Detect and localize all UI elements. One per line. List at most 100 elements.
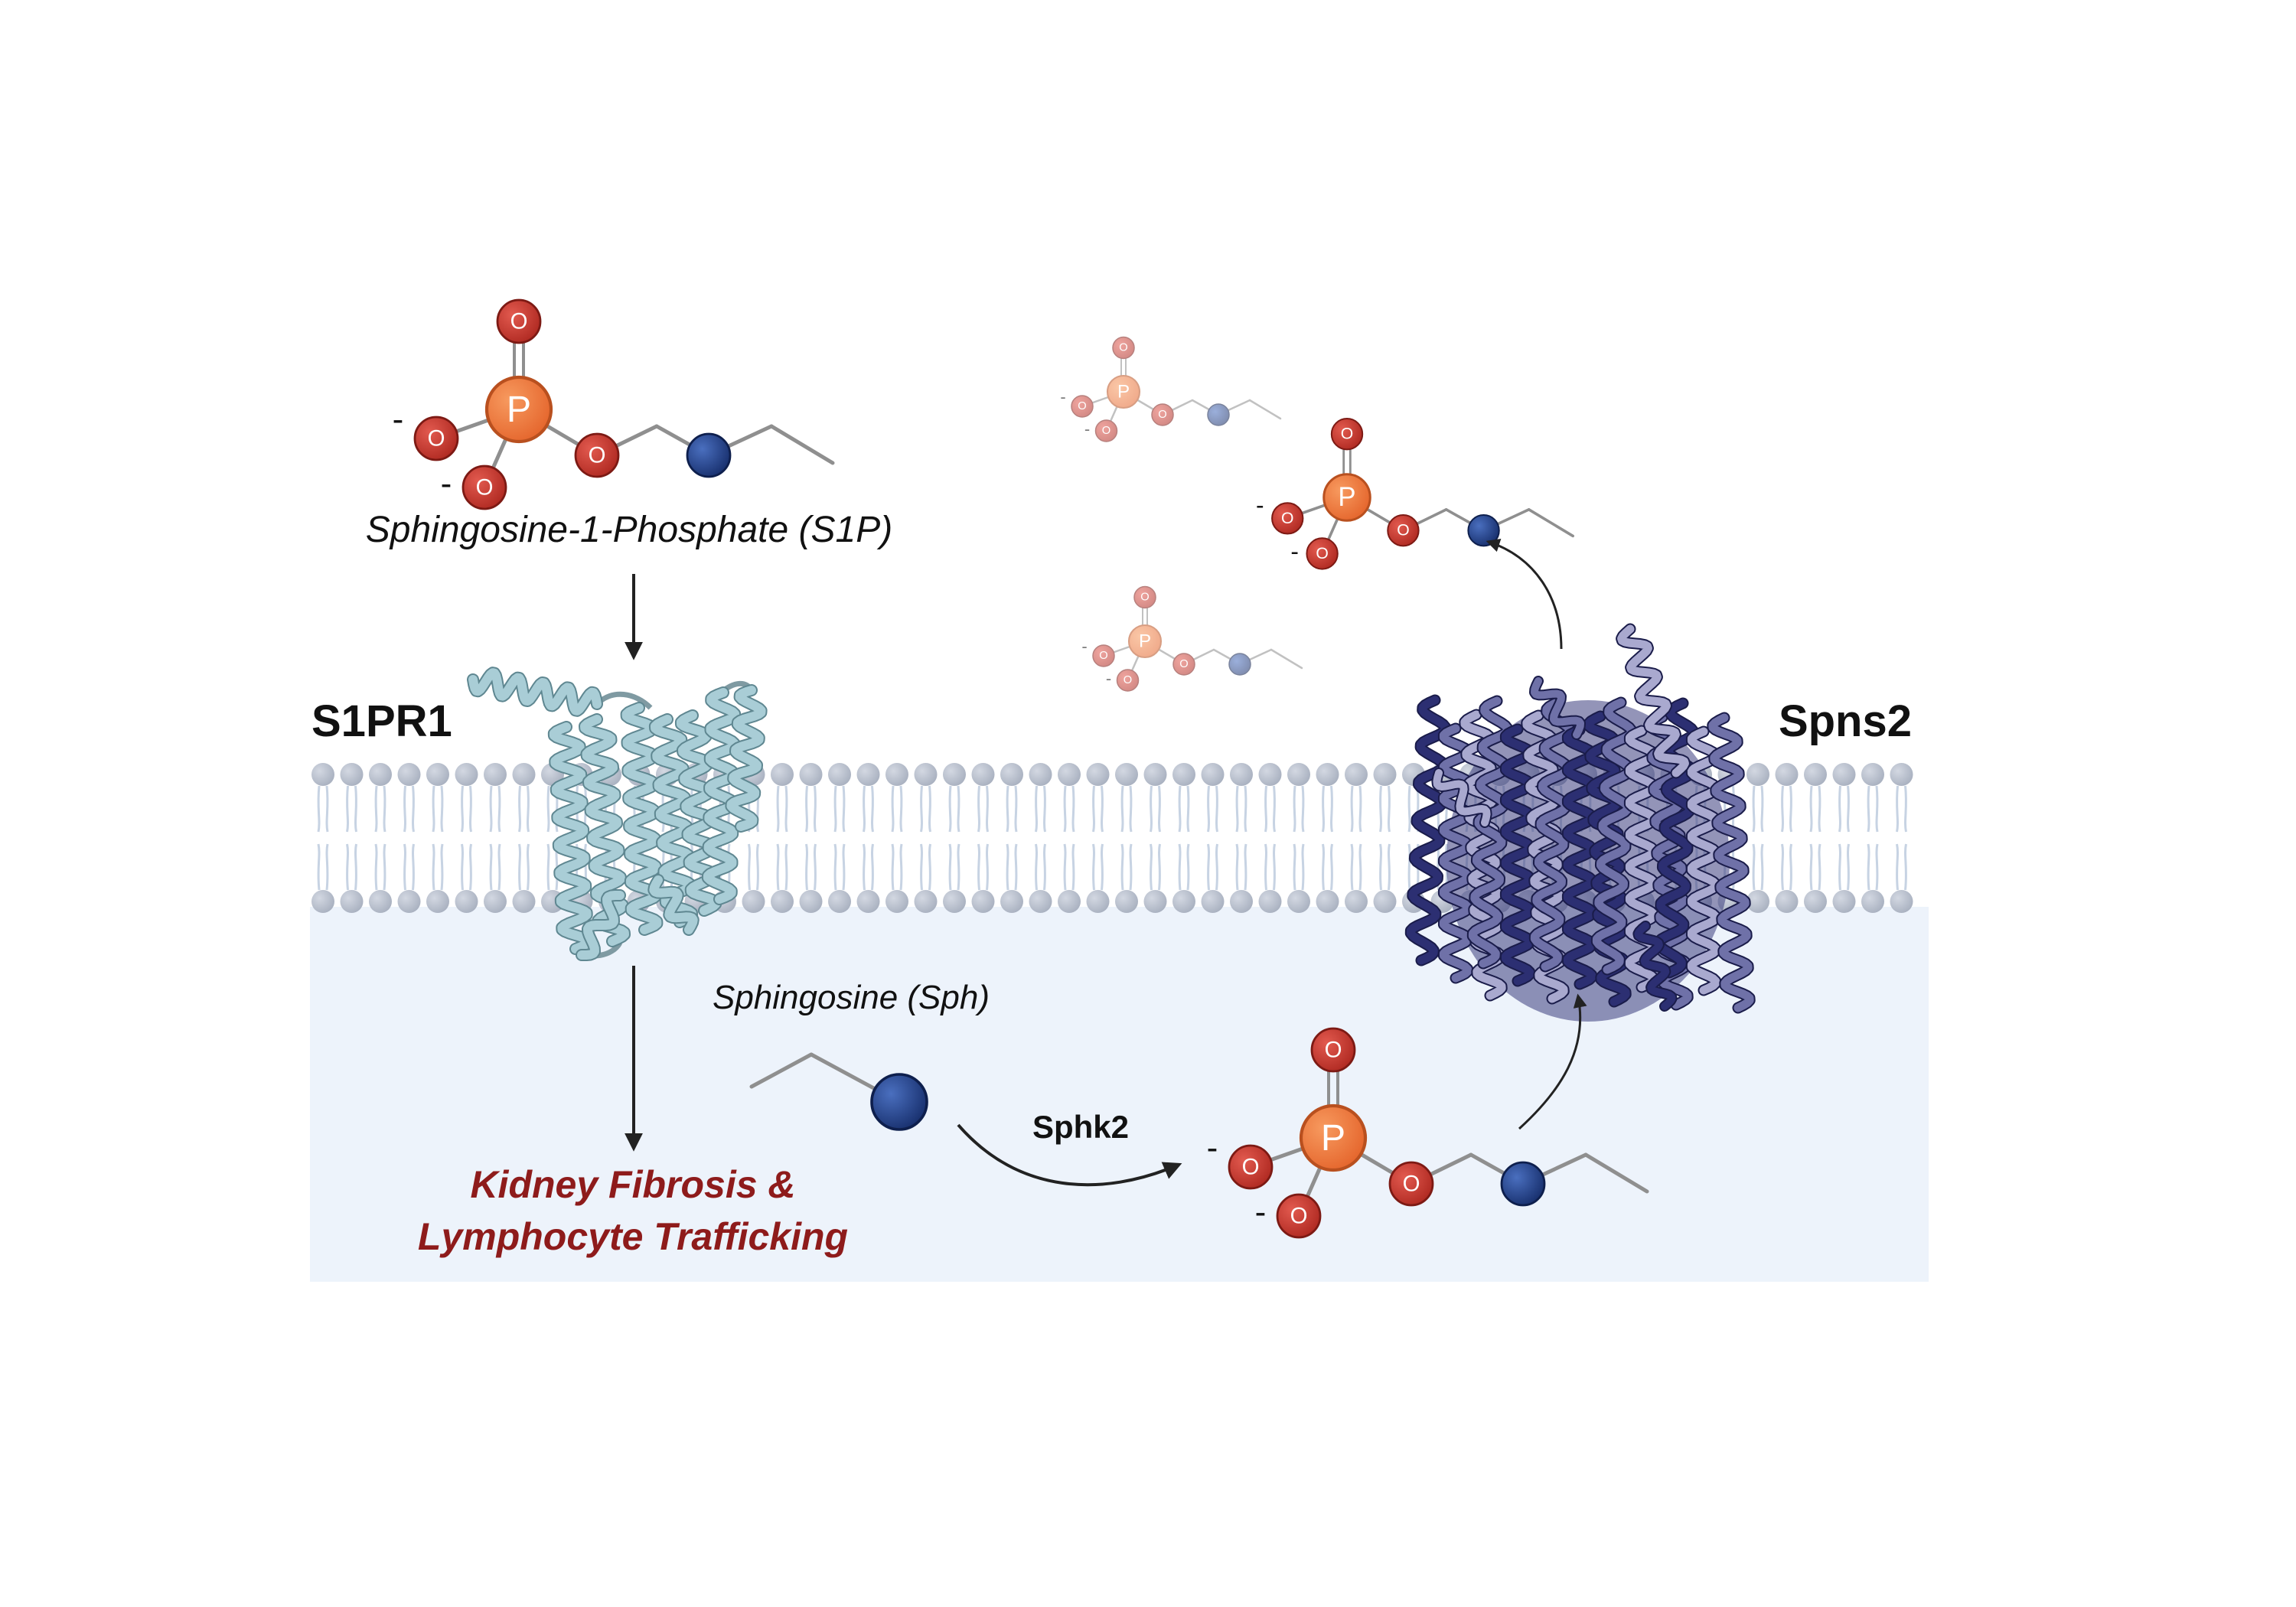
oxygen-atom-label: O [1124,674,1132,686]
lipid-tail [948,843,952,891]
lipid-tail [1847,785,1850,833]
lipid-tail [1847,843,1850,891]
receptor-helix [726,686,766,831]
oxygen-atom-label: O [1325,1038,1342,1063]
lipid-head [455,763,478,786]
bond [769,424,835,465]
lipid-head [512,890,536,913]
lipid-tail [1407,785,1411,833]
lipid-head [742,890,765,913]
lipid-head [1201,890,1225,913]
lipid-head [1861,763,1884,786]
oxygen-atom-label: O [1242,1155,1260,1180]
lipid-head [943,763,966,786]
lipid-tail [833,785,837,833]
transporter-helix [1501,725,1534,986]
lipid-head [856,763,880,786]
lipid-tail [1838,843,1841,891]
phosphorus-atom [1106,374,1141,409]
lipid-tail [374,843,378,891]
lipid-tail [1896,785,1899,833]
lipid-tail [814,843,817,891]
transporter-helix [1433,769,1491,826]
lipid-tail [986,843,989,891]
lipid-head [1172,890,1195,913]
lipid-tail [1150,843,1153,891]
oxygen-atom [1271,502,1304,535]
sphk2-label: Sphk2 [1032,1109,1129,1145]
lipid-head [311,763,334,786]
lipid-tail [317,843,321,891]
oxygen-atom-label: O [428,426,445,451]
lipid-tail [977,843,980,891]
lipid-tail [325,785,329,833]
s1p-label: Sphingosine-1-Phosphate (S1P) [366,510,892,550]
oxygen-atom-label: O [1119,342,1127,354]
lipid-tail [1207,843,1210,891]
oxygen-atom-label: O [1397,522,1409,539]
lipid-head [484,763,507,786]
lipid-tail [1120,785,1124,833]
lipid-tail [871,785,874,833]
lipid-head [1172,763,1195,786]
lipid-tail [928,843,931,891]
lipid-tail [432,843,435,891]
lipid-head [1775,890,1799,913]
lipid-head [340,763,364,786]
lipid-tail [1006,785,1009,833]
lipid-head [914,890,938,913]
lipid-tail [546,785,550,833]
lipid-head [1746,890,1769,913]
lipid-head [885,890,908,913]
lipid-tail [1867,785,1870,833]
lipid-tail [1186,785,1190,833]
lipid-tail [1120,843,1124,891]
receptor-helix [549,722,593,953]
lipid-head [426,763,449,786]
lipid-tail [497,785,501,833]
oxygen-atom [574,432,620,478]
oxygen-atom [1388,1161,1434,1207]
lipid-tail [1235,785,1239,833]
negative-charge: - [1081,637,1087,656]
lipid-tail [928,785,931,833]
transporter-helix [1687,727,1720,995]
lipid-tail [403,785,406,833]
lipid-tail [1207,785,1210,833]
lipid-tail [461,785,464,833]
lipid-head [799,890,823,913]
lipid-head [971,763,995,786]
lipid-head [397,763,421,786]
lipid-head [1890,763,1913,786]
phosphorus-atom-label: P [1139,631,1151,652]
lipid-tail [1035,785,1038,833]
lipid-tail [1322,843,1325,891]
oxygen-atom [461,464,507,510]
oxygen-atom [1094,419,1118,442]
lipid-tail [1407,843,1411,891]
lipid-head [1746,763,1769,786]
oxygen-atom [1172,653,1195,676]
lipid-head [1316,890,1339,913]
bond [749,1052,814,1089]
lipid-tail [383,785,386,833]
lipid-tail [871,843,874,891]
lipid-tail [1071,843,1075,891]
lipid-tail [948,785,952,833]
s1p-to-spns2-arrow [1518,993,1587,1130]
lipid-tail [1215,843,1218,891]
lipid-head [397,890,421,913]
lipid-head [1345,763,1368,786]
lipid-tail [1244,843,1247,891]
lipid-tail [1358,785,1362,833]
lipid-head [1201,763,1225,786]
lipid-tail [383,843,386,891]
transporter-helix [1406,696,1450,965]
lipid-tail [497,843,501,891]
lipid-tail [1322,785,1325,833]
transporter-helix [1563,725,1596,989]
arrows [625,539,1587,1187]
lipid-tail [374,785,378,833]
transporter-helix [1531,677,1584,738]
